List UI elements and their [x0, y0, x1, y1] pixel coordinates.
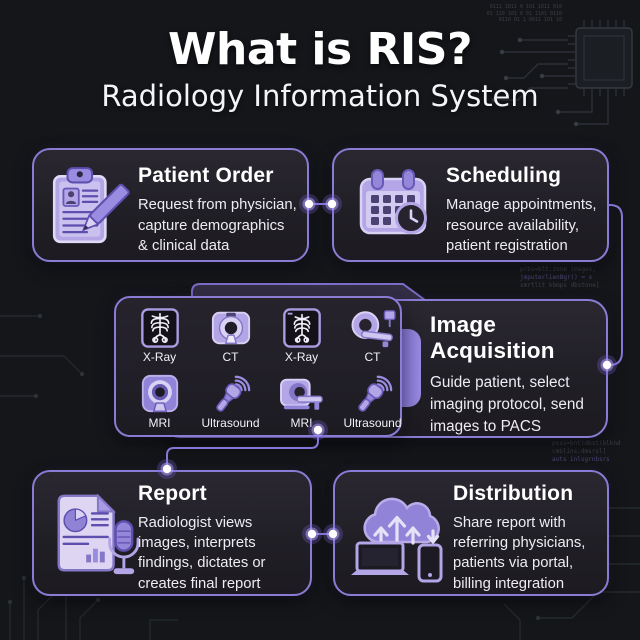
ultrasound-probe-icon: [215, 375, 250, 412]
xray-film-icon: [140, 308, 179, 349]
modality-ultrasound: Ultrasound: [195, 368, 266, 434]
xray-film-icon: [282, 308, 321, 349]
card-line: Share report with: [453, 515, 566, 531]
calendar-clock-icon: [359, 169, 427, 235]
ultrasound-probe-icon: [357, 375, 392, 412]
card-line: imaging protocol, send: [430, 396, 584, 413]
cloud-share-devices-icon: [351, 497, 443, 583]
card-title: Image Acquisition: [430, 312, 555, 363]
trace-circuit-decoration-left: [0, 313, 85, 399]
card-title: Distribution: [453, 482, 574, 505]
modality-ct: CT: [195, 302, 266, 368]
modality-mri-side: MRI: [266, 368, 337, 434]
modality-xray: X-Ray: [124, 302, 195, 368]
mri-scanner-side-icon: [279, 378, 323, 410]
card-patient-order: Patient Order Request from physician, ca…: [32, 148, 309, 262]
modality-label: CT: [364, 350, 381, 365]
ct-scanner-front-icon: [211, 312, 250, 345]
card-report: Report Radiologist views images, interpr…: [32, 470, 312, 596]
modality-label: X-Ray: [142, 350, 177, 365]
report-microphone-icon: [57, 493, 140, 575]
modality-label: X-Ray: [284, 350, 319, 365]
card-title: Patient Order: [138, 164, 274, 187]
code-text-decoration-2: pxss=bnt)dbst(blknd cmblins.dmsrsl] auts…: [552, 440, 621, 463]
modality-mri: MRI: [124, 368, 195, 434]
card-line: creates final report: [138, 575, 261, 592]
card-line: findings, dictates or: [138, 555, 266, 572]
card-line: resource availability,: [446, 217, 579, 234]
card-line: billing integration: [453, 575, 565, 592]
modality-label: MRI: [290, 415, 313, 430]
page-title: What is RIS?: [168, 24, 472, 75]
card-imaging-modalities: X-Ray CT: [114, 296, 402, 437]
card-line: referring physicians,: [453, 535, 586, 552]
card-title: Report: [138, 482, 207, 505]
clipboard-pencil-icon: [52, 167, 130, 244]
card-line: patient registration: [446, 238, 568, 255]
modality-label: CT: [222, 350, 239, 365]
card-line: images, interprets: [138, 535, 256, 552]
page-subtitle: Radiology Information System: [101, 79, 539, 113]
modality-ct-side: CT: [337, 302, 408, 368]
card-title: Scheduling: [446, 164, 562, 187]
binary-text-decoration: 0111 1011 0 101 1011 010 01 110 101 0 01…: [486, 4, 562, 23]
card-line: Manage appointments,: [446, 197, 597, 213]
card-line: Guide patient, select: [430, 374, 570, 391]
card-line: Request from physician,: [138, 197, 297, 213]
modality-xray-2: X-Ray: [266, 302, 337, 368]
card-scheduling: Scheduling Manage appointments, resource…: [332, 148, 609, 262]
card-line: images to PACS: [430, 418, 542, 435]
modality-grid: X-Ray CT: [116, 298, 402, 435]
card-distribution: Distribution Share report with referring…: [333, 470, 609, 596]
modality-label: Ultrasound: [343, 415, 402, 430]
card-line: Radiologist views: [138, 515, 253, 531]
modality-label: Ultrasound: [201, 415, 260, 430]
card-line: patients via portal,: [453, 555, 574, 572]
mri-scanner-front-icon: [141, 374, 178, 412]
modality-ultrasound-2: Ultrasound: [337, 368, 408, 434]
modality-label: MRI: [148, 415, 171, 430]
ct-scanner-side-icon: [351, 310, 396, 348]
card-line: & clinical data: [138, 238, 230, 255]
card-line: capture demographics: [138, 217, 285, 234]
